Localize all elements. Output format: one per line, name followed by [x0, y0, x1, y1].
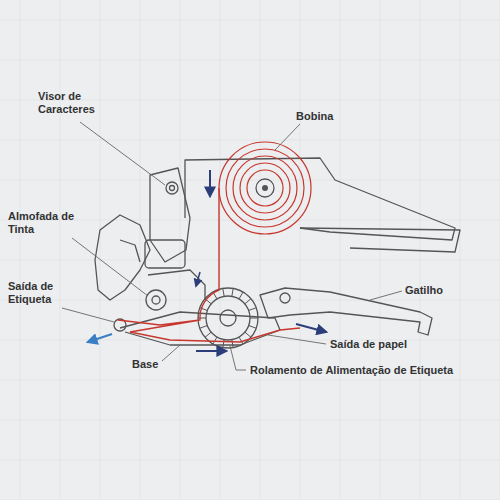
gear-tooth: [205, 332, 211, 337]
gear-tooth: [249, 326, 257, 329]
part-label: Base: [132, 358, 158, 371]
gear-tooth: [200, 326, 208, 329]
part-label: Gatilho: [405, 284, 443, 297]
part-label: Rolamento de Alimentação de Etiqueta: [250, 364, 453, 377]
gear-tooth: [250, 318, 258, 319]
gear-tooth: [232, 288, 233, 296]
gear-tooth: [223, 288, 224, 296]
gear-tooth: [245, 332, 251, 337]
gear-tooth: [198, 318, 206, 319]
gear-tooth: [249, 308, 257, 311]
gear-tooth: [239, 337, 243, 344]
gear-tooth: [239, 292, 243, 299]
gear-tooth: [232, 340, 233, 348]
part-label: Saída de papel: [330, 338, 407, 351]
part-label: Saída de Etiqueta: [8, 280, 78, 306]
part-label: Bobina: [296, 110, 333, 123]
part-label: Almofada de Tinta: [8, 210, 78, 236]
gear-tooth: [213, 337, 217, 344]
gear-tooth: [245, 299, 251, 304]
part-label: Visor de Caracteres: [38, 90, 110, 116]
